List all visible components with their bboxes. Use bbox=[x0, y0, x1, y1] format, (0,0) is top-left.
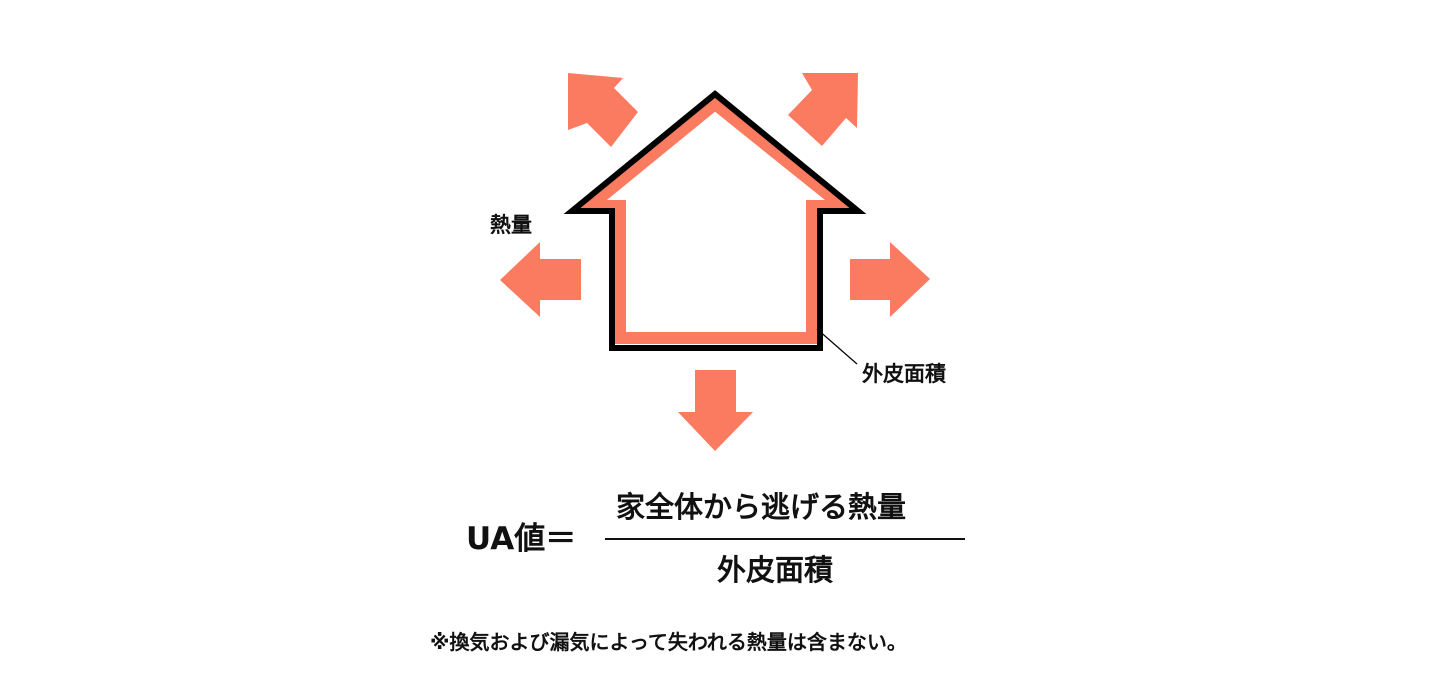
envelope-area-label: 外皮面積 bbox=[862, 362, 946, 386]
house-envelope-band bbox=[573, 96, 860, 344]
arrow-left bbox=[500, 242, 581, 317]
fraction-bar bbox=[605, 538, 965, 540]
arrow-up-right bbox=[788, 73, 858, 146]
house-outline bbox=[563, 90, 867, 351]
envelope-leader-line bbox=[816, 328, 858, 365]
arrow-down bbox=[678, 370, 753, 451]
heat-arrows bbox=[500, 73, 930, 451]
arrow-right bbox=[850, 242, 930, 317]
formula-numerator: 家全体から逃げる熱量 bbox=[616, 490, 907, 524]
arrow-up-left bbox=[568, 73, 638, 147]
heat-label: 熱量 bbox=[490, 213, 532, 237]
formula-lhs: UA値＝ bbox=[466, 521, 577, 557]
formula-denominator: 外皮面積 bbox=[717, 553, 834, 587]
footnote: ※換気および漏気によって失われる熱量は含まない。 bbox=[430, 630, 907, 654]
